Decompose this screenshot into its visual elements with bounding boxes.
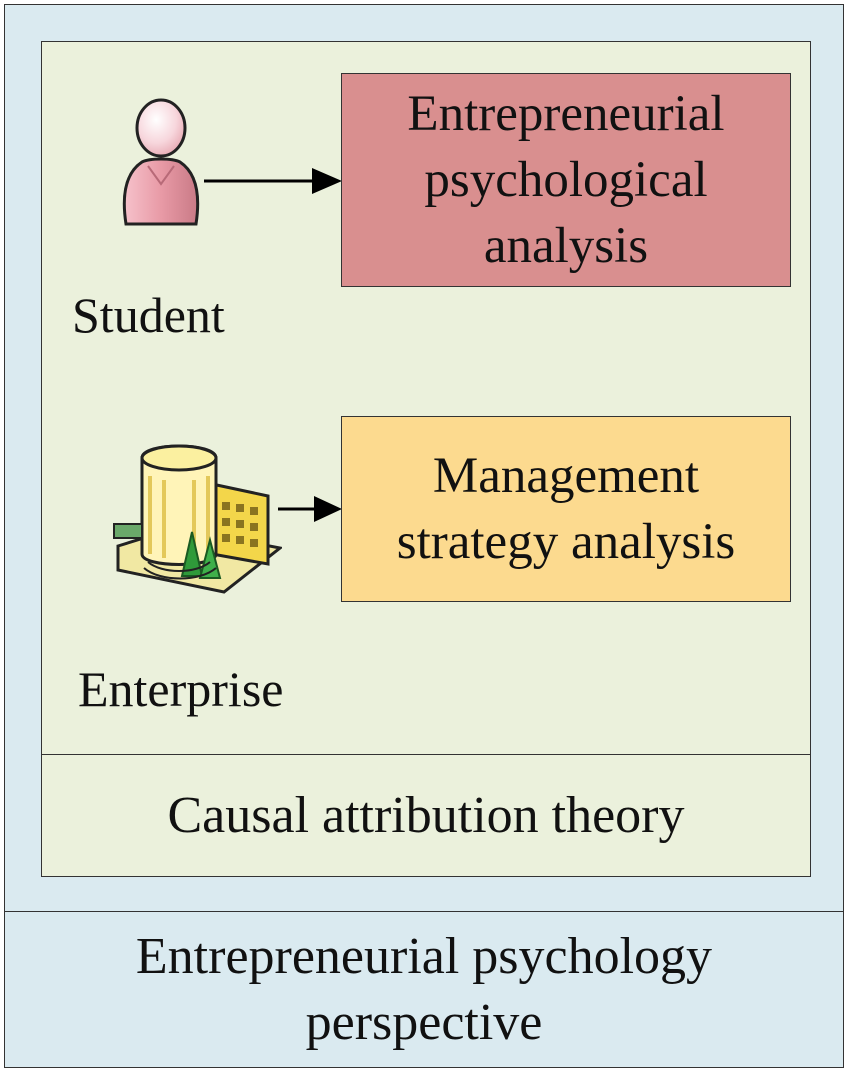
perspective-label: Entrepreneurial psychology perspective xyxy=(135,927,713,1051)
building-icon xyxy=(113,444,282,594)
perspective-band: Entrepreneurial psychology perspective xyxy=(5,911,843,1067)
student-label: Student xyxy=(72,287,225,343)
management-strategy-box: Management strategy analysis xyxy=(341,416,791,602)
management-strategy-label: Management strategy analysis xyxy=(396,448,736,570)
psychological-analysis-box: Entrepreneurial psychological analysis xyxy=(341,73,791,287)
user-icon xyxy=(122,98,200,226)
enterprise-label: Enterprise xyxy=(78,661,284,717)
enterprise-arrow xyxy=(278,496,342,522)
outer-frame: Entrepreneurial psychological analysis S… xyxy=(4,4,844,1068)
psychological-analysis-label: Entrepreneurial psychological analysis xyxy=(407,86,725,274)
inner-frame: Entrepreneurial psychological analysis S… xyxy=(41,41,811,877)
theory-band: Causal attribution theory xyxy=(42,754,810,876)
theory-label: Causal attribution theory xyxy=(167,787,685,844)
student-arrow xyxy=(204,168,342,194)
